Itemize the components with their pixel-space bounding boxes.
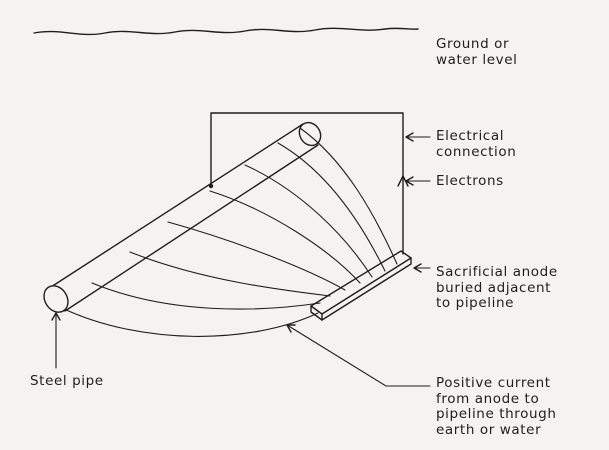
steel-pipe: [43, 121, 322, 313]
current-label-line-1: Positive current: [436, 375, 551, 391]
electrical-label-line-1: Electrical: [436, 128, 505, 144]
anode-label-line-3: to pipeline: [436, 295, 515, 311]
current-label-line-3: pipeline through: [436, 406, 557, 422]
electrical-connection-wire: [210, 112, 404, 255]
electrical-connection-label: Electrical connection: [436, 128, 517, 160]
sacrificial-anode-label: Sacrificial anode buried adjacent to pip…: [436, 264, 558, 312]
ground-label-line-2: water level: [436, 51, 518, 68]
electrons-label-text: Electrons: [436, 173, 504, 189]
current-flow-lines: [61, 127, 398, 337]
anode-label-line-2: buried adjacent: [436, 279, 552, 296]
connection-point: [208, 183, 214, 189]
current-label-line-2: from anode to: [436, 390, 540, 407]
electron-arrow: [397, 175, 409, 187]
steel-pipe-label-text: Steel pipe: [30, 373, 104, 389]
leader-arrowheads: [51, 132, 422, 333]
sacrificial-anode: [310, 250, 412, 321]
electrons-label: Electrons: [436, 173, 504, 190]
ground-level-label: Ground or water level: [436, 36, 518, 68]
steel-pipe-label: Steel pipe: [30, 373, 104, 390]
anode-label-line-1: Sacrificial anode: [436, 264, 558, 280]
electrical-label-line-2: connection: [436, 143, 517, 160]
positive-current-label: Positive current from anode to pipeline …: [436, 375, 557, 438]
current-label-line-4: earth or water: [436, 421, 542, 438]
leader-lines: [55, 136, 431, 387]
ground-level-line: [33, 27, 419, 36]
ground-label-line-1: Ground or: [436, 36, 510, 52]
